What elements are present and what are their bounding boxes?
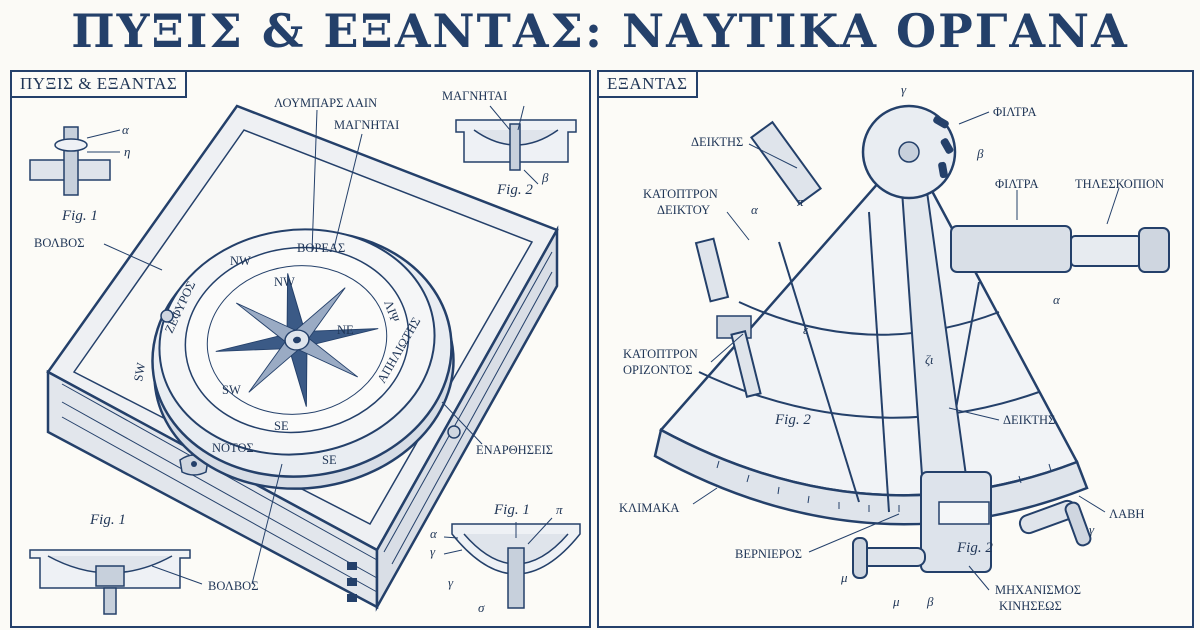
ring-label-sw: SW xyxy=(131,361,148,382)
fig1-bottom-left: Fig. 1 xyxy=(29,512,191,615)
card-label-ne: NE xyxy=(337,323,354,337)
label-filters-top: ΦΙΛΤΡΑ xyxy=(993,105,1036,119)
label-bowl-left: ΒΟΛΒΟΣ xyxy=(34,236,84,250)
card-label-sw: SW xyxy=(222,383,241,397)
fig1-bottom-right-pi: π xyxy=(556,502,563,517)
fig2-top-caption: Fig. 2 xyxy=(496,182,533,198)
fig1-top-caption: Fig. 1 xyxy=(61,208,98,224)
vernier-window xyxy=(938,501,990,525)
tangent-screw xyxy=(852,537,926,579)
fig1-bottom-left-caption: Fig. 1 xyxy=(89,512,126,528)
label-vernier: ΒΕΡΝΙΕΡΟΣ xyxy=(735,547,802,561)
fig1-top-alpha: α xyxy=(122,122,130,137)
sextant-index-arm xyxy=(861,104,992,573)
label-index-arm: ΔΕΙΚΤΗΣ xyxy=(1003,413,1055,427)
label-horizon-mirror-line2: ΟΡΙΖΟΝΤΟΣ xyxy=(623,363,693,377)
greek-zi: ζι xyxy=(925,352,934,367)
label-index-top: ΔΕΙΚΤΗΣ xyxy=(691,135,743,149)
label-bowl-bottom: ΒΟΛΒΟΣ xyxy=(208,579,258,593)
greek-epsilon: ε xyxy=(803,322,809,337)
compass-illustration: NW NE SW SE ΒΟΡΕΑΣ ΝΟΤΟΣ ΑΠΗΛΙΩΤΗΣ ΖΕΦΥΡ… xyxy=(29,89,581,615)
greek-mu-1: μ xyxy=(840,570,848,585)
greek-gamma-handle: γ xyxy=(1089,522,1095,537)
greek-alpha-telescope: α xyxy=(1053,292,1061,307)
sextant-illustration: ΦΙΛΤΡΑ ΦΙΛΤΡΑ ΤΗΛΕΣΚΟΠΙΟΝ ΔΕΙΚΤΗΣ ΚΑΤΟΠΤ… xyxy=(619,82,1170,613)
fig1-bottom-right: Fig. 1 π α γ γ σ xyxy=(430,502,581,615)
fig1-bottom-right-gamma2: γ xyxy=(448,575,454,590)
compass-rose xyxy=(215,273,379,407)
fig1-top-pivot: α η Fig. 1 xyxy=(29,122,130,224)
compass-bowl: NW NE SW SE ΒΟΡΕΑΣ ΝΟΤΟΣ ΑΠΗΛΙΩΤΗΣ ΖΕΦΥΡ… xyxy=(131,228,461,490)
card-label-se: SE xyxy=(274,419,289,433)
greek-mu-2: μ xyxy=(892,594,900,609)
fig1-bottom-right-alpha: α xyxy=(430,526,438,541)
fig2-caption-b: Fig. 2 xyxy=(956,540,993,556)
fig1-bottom-right-gamma: γ xyxy=(430,544,436,559)
greek-gamma-top: γ xyxy=(901,82,907,97)
label-index-mirror-line1: ΚΑΤΟΠΤΡΟΝ xyxy=(643,187,718,201)
compass-panel-label: ΠΥΞΙΣ & ΕΞΑΝΤΑΣ xyxy=(12,72,188,98)
fig1-bottom-right-caption: Fig. 1 xyxy=(493,502,530,518)
greek-beta-top: β xyxy=(976,146,984,161)
ring-label-se: SE xyxy=(322,453,337,467)
label-index-mirror-line2: ΔΕΙΚΤΟΥ xyxy=(657,203,710,217)
fig2-top-beta: β xyxy=(541,170,549,185)
greek-pi: π xyxy=(797,194,804,209)
fig1-bottom-right-sigma: σ xyxy=(478,600,485,615)
filter-1 xyxy=(933,115,949,129)
keyhole-icon xyxy=(191,461,197,467)
sextant-panel-label: ΕΞΑΝΤΑΣ xyxy=(599,72,698,98)
label-filters: ΦΙΛΤΡΑ xyxy=(995,177,1038,191)
label-gimbals: ΕΝΑΡΘΗΣΕΙΣ xyxy=(476,443,553,457)
gimbal-pin-left xyxy=(160,309,174,323)
fig2-caption-a: Fig. 2 xyxy=(774,412,811,428)
ring-south: ΝΟΤΟΣ xyxy=(212,441,254,455)
filter-2 xyxy=(940,138,954,154)
fig1-top-eta: η xyxy=(124,144,130,159)
label-lubber-line: ΛΟΥΜΠΑΡΣ ΛΑΙΝ xyxy=(274,96,377,110)
label-telescope: ΤΗΛΕΣΚΟΠΙΟΝ xyxy=(1075,177,1164,191)
greek-alpha-mirror: α xyxy=(751,202,759,217)
fig2-magnets-label: ΜΑΓΝΗΤΑΙ xyxy=(442,89,507,103)
label-scale: ΚΛΙΜΑΚΑ xyxy=(619,501,679,515)
ring-north: ΒΟΡΕΑΣ xyxy=(297,241,345,255)
sextant-telescope xyxy=(950,225,1170,273)
label-handle: ΛΑΒΗ xyxy=(1109,507,1144,521)
page-title: ΠΥΞΙΣ & ΕΞΑΝΤΑΣ: ΝΑΥΤΙΚΑ ΟΡΓΑΝΑ xyxy=(71,4,1129,58)
label-mechanism-line2: ΚΙΝΗΣΕΩΣ xyxy=(999,599,1062,613)
sextant-panel: ΕΞΑΝΤΑΣ xyxy=(597,70,1194,628)
filter-3 xyxy=(938,161,948,179)
label-magnets: ΜΑΓΝΗΤΑΙ xyxy=(334,118,399,132)
fig2-top-bowl: ΜΑΓΝΗΤΑΙ Fig. 2 β xyxy=(442,89,577,198)
greek-beta-bottom: β xyxy=(926,594,934,609)
sextant-handle xyxy=(1018,499,1092,547)
compass-panel: ΠΥΞΙΣ & ΕΞΑΝΤΑΣ xyxy=(10,70,591,628)
sextant-horizon-mirror xyxy=(694,237,762,398)
card-label-nw: NW xyxy=(274,275,295,289)
label-horizon-mirror-line1: ΚΑΤΟΠΤΡΟΝ xyxy=(623,347,698,361)
label-mechanism-line1: ΜΗΧΑΝΙΣΜΟΣ xyxy=(995,583,1081,597)
sextant-leaders xyxy=(692,111,1120,591)
ring-label-nw: NW xyxy=(230,254,251,268)
gimbal-pin-right xyxy=(447,425,461,439)
